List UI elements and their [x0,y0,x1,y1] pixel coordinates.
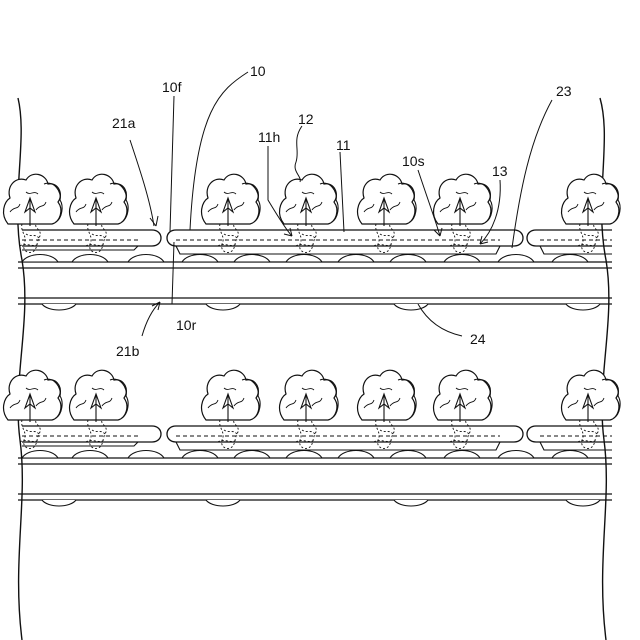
reference-labels: 10 10f 21a 12 11h 11 10s 13 23 10r 21b 2… [112,63,572,359]
lower-tier [4,370,621,506]
label-10: 10 [250,63,266,79]
label-21a: 21a [112,115,136,131]
label-11: 11 [336,137,351,153]
label-10r: 10r [176,317,197,333]
label-13: 13 [492,163,508,179]
label-11h: 11h [258,129,280,145]
label-21b: 21b [116,343,140,359]
label-12: 12 [298,111,314,127]
label-10s: 10s [402,153,425,169]
label-24: 24 [470,331,486,347]
label-23: 23 [556,83,572,99]
label-10f: 10f [162,79,182,95]
upper-tier [4,174,621,310]
